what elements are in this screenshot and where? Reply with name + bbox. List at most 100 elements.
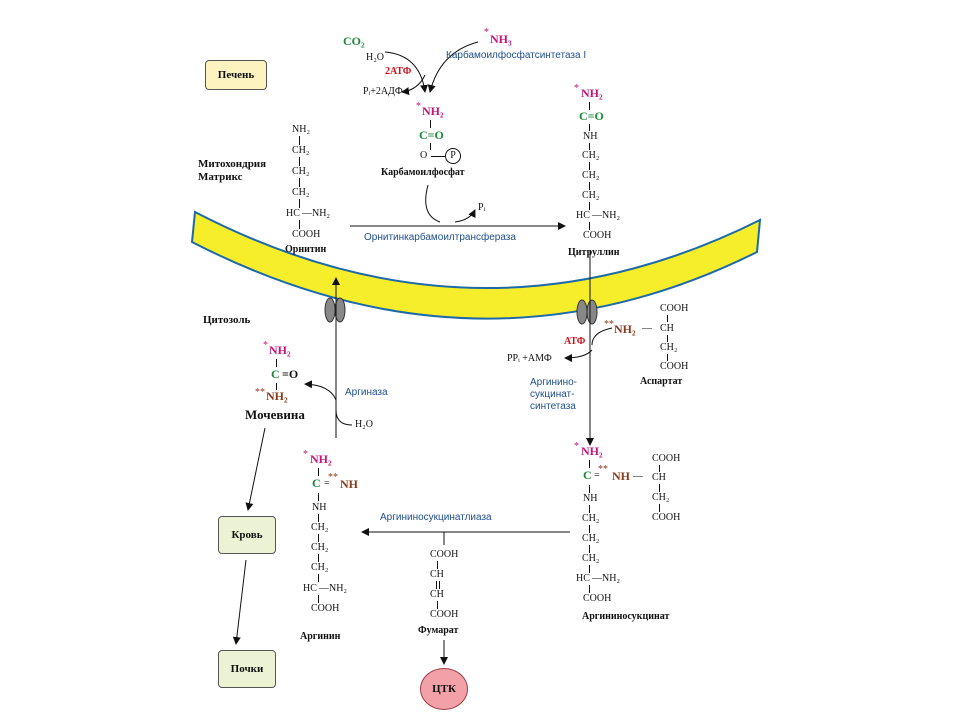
orn-nh2-side: —NH₂ xyxy=(302,208,330,219)
asp-nh2: NH₂ xyxy=(614,322,636,336)
arginase-h2o-reagent: H₂O xyxy=(355,419,373,430)
ass-enzyme-label-2: сукцинат- xyxy=(530,389,575,400)
nh3-reagent: NH₃ xyxy=(490,32,512,46)
atp-reagent: АТФ xyxy=(564,336,586,347)
as-nh2-side: —NH₂ xyxy=(592,573,620,584)
as-ch2-1: CH₂ xyxy=(582,513,600,524)
cit-cooh: COOH xyxy=(583,230,612,241)
asl-enzyme-label: Аргининосукцинатлиаза xyxy=(380,512,492,523)
phosphate-circle-icon: P xyxy=(445,148,461,164)
arg-nh: NH xyxy=(340,477,358,491)
ass-enzyme-label-1: Аргинино- xyxy=(530,377,577,388)
tca-circle: ЦТК xyxy=(420,668,468,710)
urea-star: * xyxy=(263,340,268,351)
as-nh2: NH₂ xyxy=(581,444,603,458)
cit-nh2-side: —NH₂ xyxy=(592,210,620,221)
arg-c: C xyxy=(312,476,321,490)
arg-eq: = xyxy=(324,478,330,489)
mitochondrial-membrane xyxy=(190,210,762,320)
as-nh: NH xyxy=(612,469,630,483)
adp-release-arrow xyxy=(401,74,426,96)
as-ch2-3: CH₂ xyxy=(582,553,600,564)
arg-star: * xyxy=(303,449,308,460)
nh3-star: * xyxy=(484,27,489,38)
as-ch2-2: CH₂ xyxy=(582,533,600,544)
ppi-amp-product: PPᵢ +АМФ xyxy=(507,353,552,364)
aspartate-in-arrow xyxy=(591,327,613,346)
arg-ch2-2: CH₂ xyxy=(311,542,329,553)
orn-ch2-2: CH₂ xyxy=(292,166,310,177)
asp-ch2: CH₂ xyxy=(660,342,678,353)
mitochondria-label: Митохондрия xyxy=(198,158,267,170)
arg-ch2-1: CH₂ xyxy=(311,522,329,533)
fumarate-label: Фумарат xyxy=(418,625,459,636)
amp-release-arrow xyxy=(564,349,593,362)
arg-dstar: ** xyxy=(328,472,338,483)
urea-c: C xyxy=(271,367,280,381)
blood-to-kidneys-arrow xyxy=(232,559,247,645)
urea-label: Мочевина xyxy=(245,407,305,422)
atp2-reagent: 2АТФ xyxy=(385,66,412,77)
urea-to-blood-arrow xyxy=(245,427,266,511)
fum-cooh-bottom: COOH xyxy=(430,609,459,620)
asp-cooh-top: COOH xyxy=(660,303,689,314)
cp-nh2: NH₂ xyxy=(422,104,444,118)
cp-o: O xyxy=(420,150,428,161)
co2-reagent: CO₂ xyxy=(343,34,365,48)
citrulline-label: Цитруллин xyxy=(568,247,620,258)
as-eq-dstar: ** xyxy=(598,464,608,475)
cit-hc: HC xyxy=(576,210,590,221)
as-hc: HC xyxy=(576,573,590,584)
as-nh-chain: NH xyxy=(583,493,598,504)
arginine-label: Аргинин xyxy=(300,631,341,642)
kidneys-box: Почки xyxy=(218,650,276,688)
fum-cooh-top: COOH xyxy=(430,549,459,560)
argininosuccinate-label: Аргининосукцинат xyxy=(582,611,670,622)
carbamoyl-phosphate-label: Карбамоилфосфат xyxy=(381,167,465,178)
asp-dstar: ** xyxy=(604,319,614,330)
urea-release-arrow xyxy=(304,380,337,401)
arg-nh2-side: —NH₂ xyxy=(319,583,347,594)
as-succ-cooh-top: COOH xyxy=(652,453,681,464)
ornithine-label: Орнитин xyxy=(285,244,327,255)
otc-enzyme-label: Орнитинкарбамоилтрансфераза xyxy=(364,232,516,243)
cit-ch2-3: CH₂ xyxy=(582,190,600,201)
ornithine-transporter-icon xyxy=(324,297,346,323)
as-star: * xyxy=(574,441,579,452)
cit-ch2-1: CH₂ xyxy=(582,150,600,161)
arg-cooh: COOH xyxy=(311,603,340,614)
urea-nh2-bottom: NH₂ xyxy=(266,389,288,403)
fum-ch-2: CH xyxy=(430,589,444,600)
co2-to-carbamoyl-arrow xyxy=(384,51,429,93)
cit-carbonyl: C=O xyxy=(579,109,604,123)
liver-box: Печень xyxy=(205,60,267,90)
orn-hc: HC xyxy=(286,208,300,219)
as-succ-ch: CH xyxy=(652,472,666,483)
cit-ch2-2: CH₂ xyxy=(582,170,600,181)
arg-nh2: NH₂ xyxy=(310,452,332,466)
cytosol-label: Цитозоль xyxy=(203,314,251,326)
arginase-enzyme-label: Аргиназа xyxy=(345,387,388,398)
h2o-in-arrow xyxy=(335,409,353,426)
asp-dash: — xyxy=(642,323,652,334)
arg-hc: HC xyxy=(303,583,317,594)
cit-star: * xyxy=(574,83,579,94)
cit-nh2: NH₂ xyxy=(581,86,603,100)
otc-pi-product: Pᵢ xyxy=(478,202,486,213)
cps1-enzyme-label: Карбамоилфосфатсинтетаза I xyxy=(446,50,587,61)
ass-enzyme-label-3: синтетаза xyxy=(530,401,576,412)
orn-nh2: NH₂ xyxy=(292,124,310,135)
arg-ch2-3: CH₂ xyxy=(311,562,329,573)
aspartate-label: Аспартат xyxy=(640,376,683,387)
cp-star: * xyxy=(416,101,421,112)
orn-cooh: COOH xyxy=(292,229,321,240)
as-succ-cooh-bottom: COOH xyxy=(652,512,681,523)
arg-nh-chain: NH xyxy=(312,502,327,513)
matrix-label: Матрикс xyxy=(198,171,243,183)
cp-carbonyl: C=O xyxy=(419,128,444,142)
urea-dstar: ** xyxy=(255,387,265,398)
orn-ch2-3: CH₂ xyxy=(292,187,310,198)
as-dash: — xyxy=(633,471,643,482)
urea-eq-o: =O xyxy=(282,367,299,381)
